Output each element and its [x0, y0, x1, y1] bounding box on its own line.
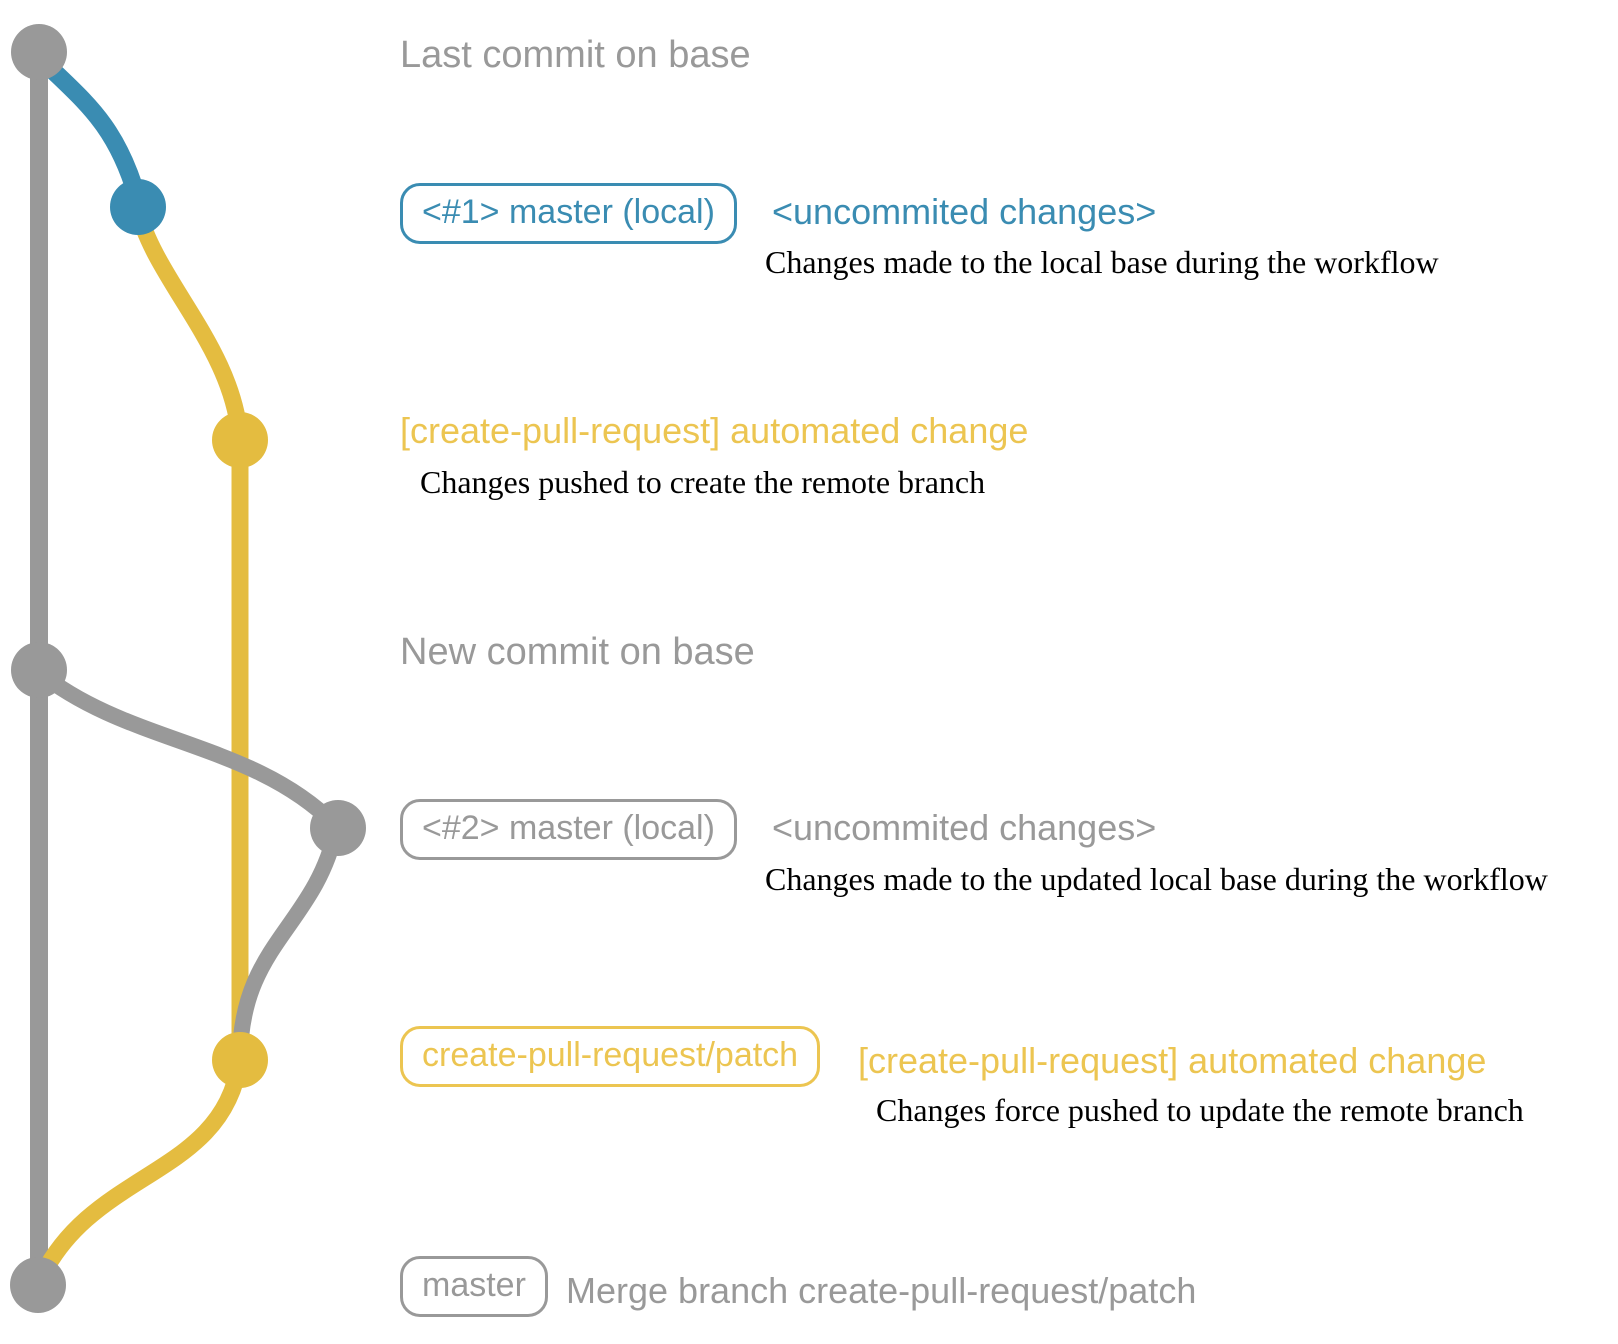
commit-dot-patch-1 — [212, 412, 268, 468]
patch-branch-curve-top — [129, 201, 249, 449]
headline-automated-change-2: [create-pull-request] automated change — [858, 1040, 1487, 1081]
local-master-curve-2-out — [31, 664, 342, 832]
note-uncommitted-changes-2: <uncommited changes> — [772, 807, 1157, 848]
desc-local-changes-1: Changes made to the local base during th… — [765, 244, 1439, 280]
badge-wrap-patch-branch: create-pull-request/patch — [400, 1026, 821, 1088]
local-master-curve-2-in — [231, 822, 344, 1070]
branch-badge-master-local-1: <#1> master (local) — [400, 183, 737, 245]
commit-dot-merge — [10, 1257, 66, 1313]
desc-force-pushed: Changes force pushed to update the remot… — [876, 1092, 1524, 1128]
badge-wrap-master: master — [400, 1256, 548, 1318]
headline-automated-change-1: [create-pull-request] automated change — [400, 410, 1029, 451]
label-last-commit-on-base: Last commit on base — [400, 34, 751, 76]
commit-dot-local-2 — [310, 800, 366, 856]
badge-wrap-master-local-1: <#1> master (local) — [400, 183, 737, 245]
commit-dot-new-base — [11, 642, 67, 698]
branch-badge-create-pull-request-patch: create-pull-request/patch — [400, 1026, 821, 1088]
commit-dot-last-base — [11, 24, 67, 80]
local-master-curve-1 — [30, 48, 147, 209]
git-graph — [10, 24, 366, 1313]
desc-local-changes-2: Changes made to the updated local base d… — [765, 861, 1548, 897]
patch-merge-curve — [31, 1051, 249, 1289]
note-uncommitted-changes-1: <uncommited changes> — [772, 191, 1157, 232]
commit-dot-local-1 — [110, 179, 166, 235]
commit-dot-patch-2 — [212, 1032, 268, 1088]
branch-badge-master-local-2: <#2> master (local) — [400, 799, 737, 861]
label-new-commit-on-base: New commit on base — [400, 631, 755, 673]
desc-pushed-to-create: Changes pushed to create the remote bran… — [420, 464, 986, 500]
branch-badge-master: master — [400, 1256, 548, 1318]
desc-merge-branch: Merge branch create-pull-request/patch — [566, 1270, 1197, 1311]
badge-wrap-master-local-2: <#2> master (local) — [400, 799, 737, 861]
